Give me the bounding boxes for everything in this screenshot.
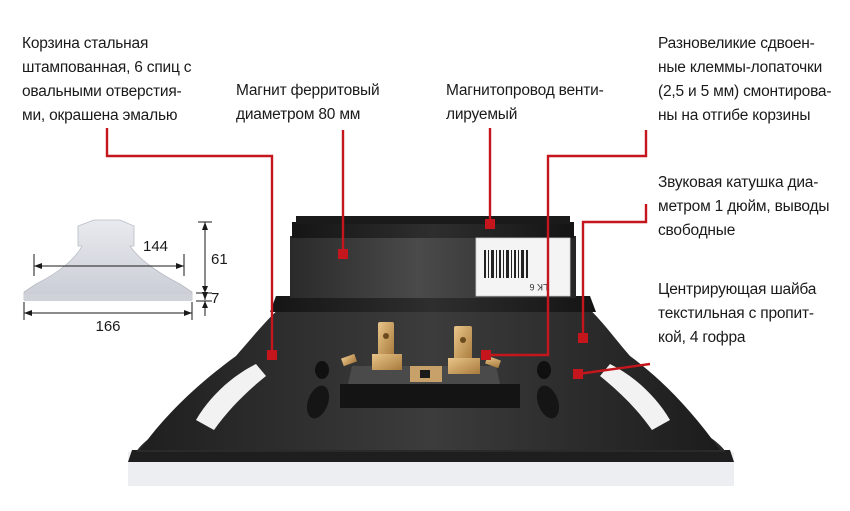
callout-marker (481, 350, 491, 360)
magnet-top-plate (292, 222, 574, 238)
leader-coil (581, 204, 648, 338)
callout-pole: Магнитопровод венти- лируемый (446, 79, 604, 127)
callout-line: (2,5 и 5 мм) смонтирова- (658, 83, 832, 100)
dim-7-label: 7 (211, 290, 219, 307)
speaker-flange (128, 450, 734, 462)
basket-window (196, 364, 266, 430)
callout-line: Разновеликие сдвоен- (658, 35, 815, 52)
speaker: LK 6 (128, 216, 734, 486)
callout-line: Корзина стальная (22, 35, 149, 52)
callout-coil: Звуковая катушка диа- метром 1 дюйм, выв… (658, 171, 829, 243)
basket-window (315, 361, 329, 379)
callout-line: ми, окрашена эмалью (22, 107, 178, 124)
dim-166-label: 166 (95, 318, 120, 335)
pole-piece (296, 216, 570, 224)
outline-flange (24, 294, 192, 301)
callout-line: Магнит ферритовый (236, 82, 380, 99)
leader-terminals (486, 130, 648, 357)
callout-marker (267, 350, 277, 360)
dim-arrowheads (202, 222, 208, 300)
callout-magnet: Магнит ферритовый диаметром 80 мм (236, 79, 380, 127)
callout-line: Магнитопровод венти- (446, 82, 604, 99)
callout-line: Центрирующая шайба (658, 281, 817, 298)
callout-line: свободные (658, 222, 736, 239)
basket-opening (340, 384, 520, 408)
callout-line: кой, 4 гофра (658, 329, 746, 346)
callout-marker (578, 333, 588, 343)
sticker-model: LK 6 (529, 282, 548, 292)
barcode-icon (484, 250, 528, 278)
callout-marker (485, 219, 495, 229)
terminal-hole (420, 370, 430, 378)
magnet-sticker: LK 6 (475, 237, 571, 297)
leader-basket (105, 128, 274, 353)
leader-spider (577, 362, 651, 376)
callout-line: овальными отверстия- (22, 83, 182, 100)
callout-spider: Центрирующая шайба текстильная с пропит-… (658, 278, 816, 350)
basket-window (537, 361, 551, 379)
callout-markers (267, 219, 588, 379)
callout-basket: Корзина стальная штампованная, 6 спиц с … (22, 32, 192, 128)
spade-terminal-left (341, 322, 402, 370)
callout-line: Звуковая катушка диа- (658, 174, 819, 191)
callout-marker (338, 249, 348, 259)
callout-line: диаметром 80 мм (236, 106, 361, 123)
speaker-outline (23, 219, 193, 301)
callout-line: метром 1 дюйм, выводы (658, 198, 830, 215)
callout-line: лируемый (446, 106, 518, 123)
dim-arrowheads (202, 286, 208, 308)
basket-window (536, 385, 560, 419)
callout-marker (573, 369, 583, 379)
callout-line: текстильная с пропит- (658, 305, 814, 322)
magnet-bottom-plate (270, 296, 596, 312)
dimension-drawing: 144 166 61 7 (23, 219, 228, 335)
dim-61-label: 61 (211, 251, 228, 268)
callout-line: ные клеммы-лопаточки (658, 59, 823, 76)
basket-window (306, 385, 330, 419)
basket-window (600, 364, 670, 430)
callout-line: ны на отгибе корзины (658, 107, 811, 124)
callout-terminals: Разновеликие сдвоен- ные клеммы-лопаточк… (658, 32, 832, 128)
dim-144-label: 144 (143, 238, 168, 255)
callout-leaders (105, 128, 651, 376)
callout-line: штампованная, 6 спиц с (22, 59, 192, 76)
